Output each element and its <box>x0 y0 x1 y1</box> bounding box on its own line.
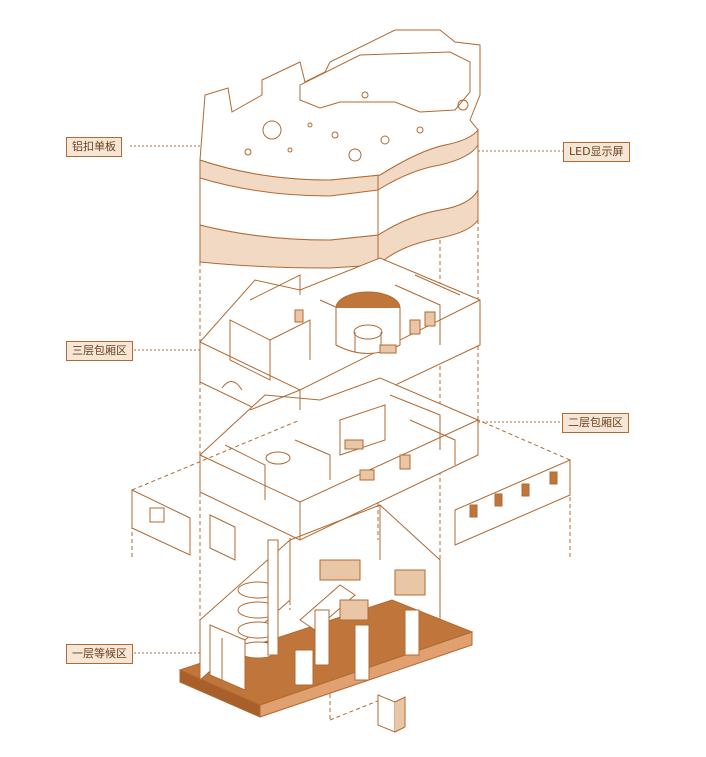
label-first-floor: 一层等候区 <box>66 644 133 664</box>
second-floor-layer <box>131 377 571 561</box>
roof-ceiling-layer <box>199 29 481 269</box>
label-second-floor: 二层包厢区 <box>562 413 629 433</box>
column <box>404 609 420 656</box>
ceiling-top-plate <box>199 29 481 181</box>
column <box>294 649 314 686</box>
column <box>354 624 370 681</box>
label-roof-panel: 铝扣单板 <box>66 137 122 157</box>
label-led-screen: LED显示屏 <box>563 142 630 162</box>
column <box>314 609 330 666</box>
leader-lines <box>130 145 563 654</box>
left-wall-strip <box>209 514 236 561</box>
kiosk <box>377 694 396 733</box>
third-floor-layer <box>199 257 481 431</box>
label-third-floor: 三层包厢区 <box>66 341 133 361</box>
led-screen-outline <box>299 51 471 113</box>
first-floor-layer <box>178 504 474 733</box>
right-wall-panel <box>454 459 571 546</box>
